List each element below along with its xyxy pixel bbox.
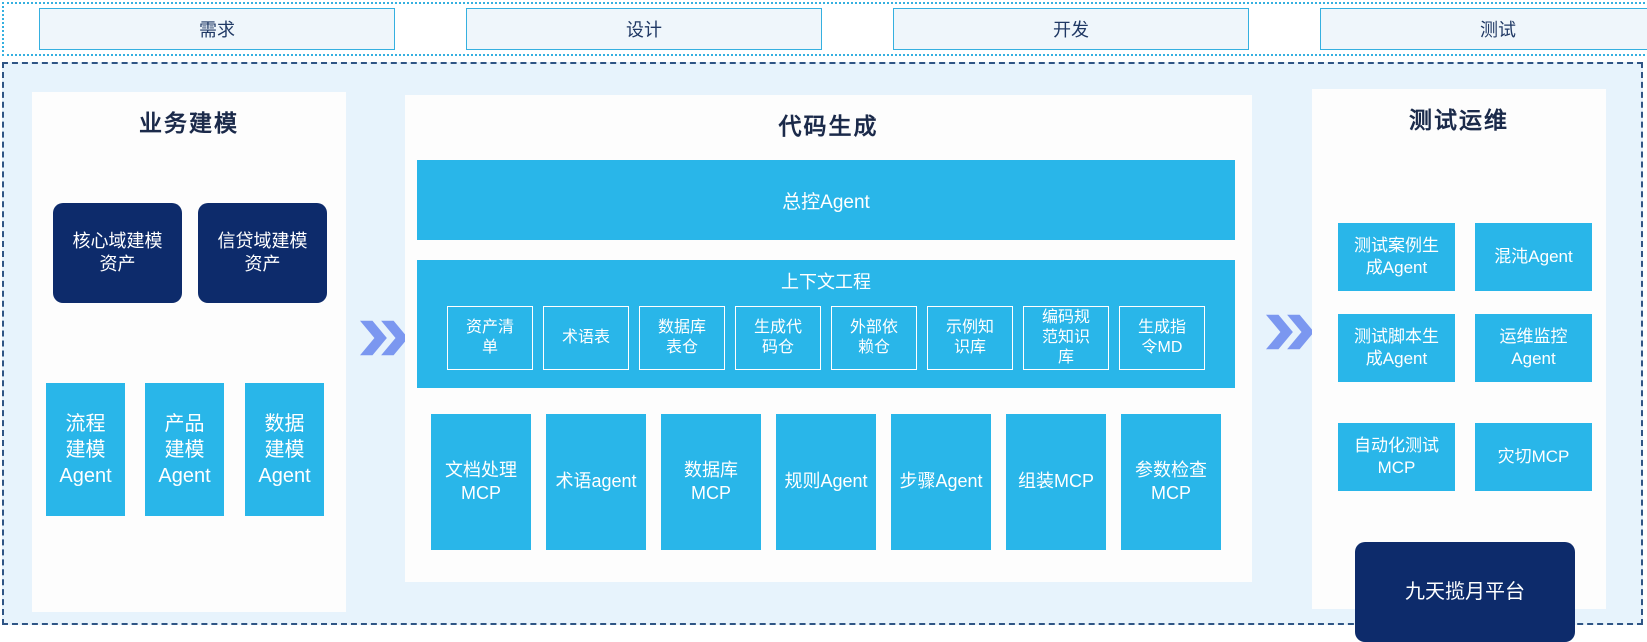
core-domain-modeling-assets-box: 核心域建模 资产	[53, 203, 182, 303]
phase-testing: 测试	[1320, 8, 1647, 50]
process-modeling-agent-box: 流程 建模 Agent	[46, 383, 125, 516]
panel-code-generation: 代码生成 总控Agent 上下文工程 资产清 单 术语表 数据库 表仓 生成代 …	[405, 95, 1252, 582]
chaos-agent-box: 混沌Agent	[1475, 223, 1592, 291]
ops-monitoring-agent-box: 运维监控 Agent	[1475, 314, 1592, 382]
parameter-check-mcp-box: 参数检查 MCP	[1121, 414, 1221, 550]
step-agent-box: 步骤Agent	[891, 414, 991, 550]
master-control-agent-bar: 总控Agent	[417, 160, 1235, 240]
example-knowledge-base-box: 示例知 识库	[927, 306, 1013, 370]
test-case-generation-agent-box: 测试案例生 成Agent	[1338, 223, 1455, 291]
credit-domain-modeling-assets-box: 信贷域建模 资产	[198, 203, 327, 303]
chevron-right-icon	[360, 320, 408, 356]
disaster-switch-mcp-box: 灾切MCP	[1475, 423, 1592, 491]
generated-code-repo-box: 生成代 码仓	[735, 306, 821, 370]
external-dependency-repo-box: 外部依 赖仓	[831, 306, 917, 370]
database-table-repo-box: 数据库 表仓	[639, 306, 725, 370]
generation-instruction-md-box: 生成指 令MD	[1119, 306, 1205, 370]
jiutian-lanyue-platform-box: 九天揽月平台	[1355, 542, 1575, 642]
assembly-mcp-box: 组装MCP	[1006, 414, 1106, 550]
coding-standard-knowledge-base-box: 编码规 范知识 库	[1023, 306, 1109, 370]
data-modeling-agent-box: 数据 建模 Agent	[245, 383, 324, 516]
rule-agent-box: 规则Agent	[776, 414, 876, 550]
automated-test-mcp-box: 自动化测试 MCP	[1338, 423, 1455, 491]
context-engineering-title: 上下文工程	[781, 272, 871, 292]
phase-design: 设计	[466, 8, 822, 50]
glossary-agent-box: 术语agent	[546, 414, 646, 550]
context-items-row: 资产清 单 术语表 数据库 表仓 生成代 码仓 外部依 赖仓 示例知 识库 编码…	[417, 306, 1235, 370]
panel-business-modeling: 业务建模 核心域建模 资产 信贷域建模 资产 流程 建模 Agent 产品 建模…	[32, 92, 346, 612]
chevron-right-icon	[1266, 314, 1314, 350]
test-ops-title: 测试运维	[1409, 107, 1509, 133]
business-modeling-title: 业务建模	[139, 110, 239, 136]
phase-requirements: 需求	[39, 8, 395, 50]
tools-row: 文档处理 MCP 术语agent 数据库 MCP 规则Agent 步骤Agent…	[417, 414, 1235, 550]
database-mcp-box: 数据库 MCP	[661, 414, 761, 550]
phase-development: 开发	[893, 8, 1249, 50]
glossary-box: 术语表	[543, 306, 629, 370]
panel-test-ops: 测试运维 测试案例生 成Agent 混沌Agent 测试脚本生 成Agent 运…	[1312, 89, 1606, 642]
code-generation-title: 代码生成	[778, 113, 879, 139]
document-processing-mcp-box: 文档处理 MCP	[431, 414, 531, 550]
product-modeling-agent-box: 产品 建模 Agent	[145, 383, 224, 516]
phase-strip: 需求 设计 开发 测试	[2, 2, 1647, 56]
asset-list-box: 资产清 单	[447, 306, 533, 370]
main-container: 业务建模 核心域建模 资产 信贷域建模 资产 流程 建模 Agent 产品 建模…	[2, 62, 1643, 642]
context-engineering-block: 上下文工程 资产清 单 术语表 数据库 表仓 生成代 码仓 外部依 赖仓 示例知…	[417, 260, 1235, 388]
test-script-generation-agent-box: 测试脚本生 成Agent	[1338, 314, 1455, 382]
